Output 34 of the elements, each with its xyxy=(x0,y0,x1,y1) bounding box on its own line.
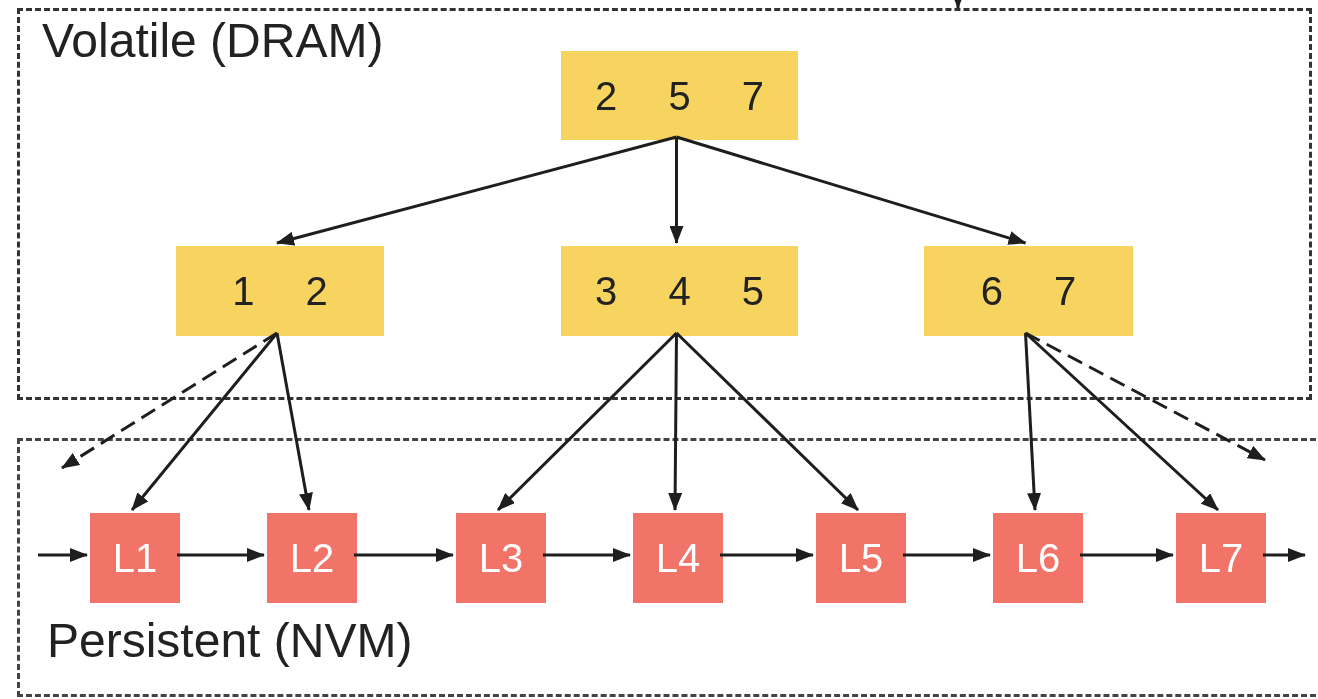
arrow xyxy=(177,548,265,562)
arrow xyxy=(38,548,88,562)
memory-region xyxy=(17,8,1312,400)
leaf-node: L3 xyxy=(456,513,546,603)
region-label: Persistent (NVM) xyxy=(47,617,413,665)
arrow xyxy=(354,548,454,562)
arrow xyxy=(1024,332,1042,511)
arrow xyxy=(668,333,683,511)
leaf-node: L2 xyxy=(267,513,357,603)
dashed-arrow xyxy=(61,331,278,470)
arrow xyxy=(669,137,684,244)
leaf-node: L1 xyxy=(90,513,180,603)
arrow xyxy=(676,135,1027,245)
leaf-node: L4 xyxy=(633,513,723,603)
dashed-arrow xyxy=(1024,331,1266,462)
inner-node: 1 2 xyxy=(176,246,384,336)
inner-node: 6 7 xyxy=(924,246,1133,336)
arrow xyxy=(275,332,313,511)
arrow xyxy=(1263,548,1306,562)
arrow xyxy=(675,331,860,512)
leaf-node: L7 xyxy=(1176,513,1266,603)
arrow xyxy=(130,332,279,511)
arrow xyxy=(543,548,631,562)
arrow xyxy=(1080,548,1174,562)
region-label: Volatile (DRAM) xyxy=(42,17,384,65)
arrow xyxy=(720,548,814,562)
inner-node: 3 4 5 xyxy=(561,246,798,336)
arrow xyxy=(276,135,677,246)
arrow xyxy=(903,548,991,562)
arrow xyxy=(496,331,678,512)
leaf-node: L6 xyxy=(993,513,1083,603)
memory-region xyxy=(17,438,1316,697)
leaf-node: L5 xyxy=(816,513,906,603)
inner-node: 2 5 7 xyxy=(561,51,798,140)
